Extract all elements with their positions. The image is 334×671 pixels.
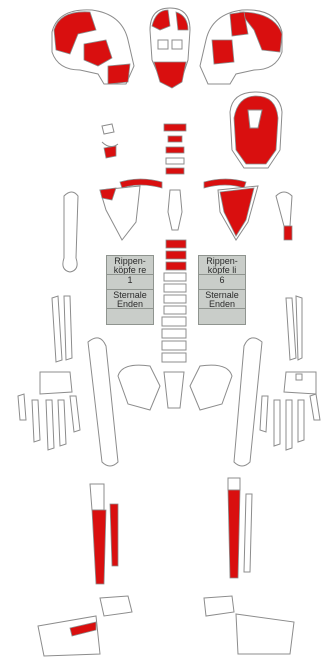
- carpal-right-fragment: [296, 374, 302, 380]
- tibia-right-shaft: [228, 490, 240, 578]
- ilium-left: [118, 365, 160, 410]
- vertebra-l3: [162, 341, 186, 350]
- ulna-right: [296, 296, 302, 360]
- femur-left: [88, 338, 118, 466]
- tibia-left-shaft: [92, 510, 106, 584]
- rib-table-right-count-value: 1: [127, 275, 132, 285]
- humerus-left: [63, 192, 78, 272]
- rib-table-right: Rippen- köpfe re 1 Sternale Enden: [106, 255, 154, 325]
- fibula-right: [244, 494, 252, 572]
- sacrum: [164, 372, 184, 408]
- vertebra-c5: [166, 168, 184, 174]
- foot-right: [204, 596, 294, 654]
- rib-table-right-header: Rippen- köpfe re: [107, 256, 153, 275]
- humerus-right-fragment: [284, 226, 292, 240]
- rib-table-right-count: 1: [107, 275, 153, 290]
- vertebra-t6: [164, 295, 186, 303]
- skull-posterior: [230, 92, 282, 168]
- vertebra-l4: [162, 353, 186, 362]
- vertebra-t3: [166, 262, 186, 270]
- skull-maxilla-fragment: [154, 62, 186, 88]
- vertebra-l1: [162, 317, 186, 326]
- hyoid-fragment: [104, 146, 116, 158]
- orbit-left: [158, 40, 168, 49]
- cervical-spine: [164, 124, 186, 174]
- skull-lateral-right: [200, 10, 282, 84]
- hyoid-and-small-fragments: [102, 124, 118, 158]
- tibia-right-proximal: [228, 478, 240, 490]
- sternum: [168, 190, 182, 230]
- femur-right: [234, 338, 262, 466]
- hand-left: [18, 372, 80, 450]
- vertebra-t1: [166, 240, 186, 248]
- hand-right: [260, 372, 320, 450]
- rib-table-right-empty: [107, 309, 153, 324]
- humerus-right-proximal: [276, 192, 292, 226]
- skull-lateral-left: [52, 10, 134, 84]
- clavicle-right: [204, 179, 246, 188]
- fibula-left: [110, 504, 118, 566]
- orbit-right: [172, 40, 182, 49]
- rib-table-left-header: Rippen- köpfe li: [199, 256, 245, 275]
- rib-table-left-sternal-line2: Enden: [209, 299, 235, 309]
- vertebra-c4: [166, 158, 184, 164]
- skull-left-mandible-fragment: [108, 64, 130, 84]
- radius-right: [286, 298, 296, 360]
- ilium-right: [190, 365, 232, 410]
- skull-posterior-fragment: [234, 96, 278, 164]
- foot-left: [38, 596, 132, 656]
- rib-table-left: Rippen- köpfe li 6 Sternale Enden: [198, 255, 246, 325]
- rib-table-left-empty: [199, 309, 245, 324]
- vertebra-t7: [164, 306, 186, 314]
- skull-frontal-fragment: [152, 10, 170, 30]
- thoracic-lumbar-spine: [162, 240, 186, 362]
- rib-table-left-count-value: 6: [219, 275, 224, 285]
- rib-table-left-line2: köpfe li: [208, 265, 237, 275]
- vertebra-t4: [164, 273, 186, 281]
- vertebra-l2: [162, 329, 186, 338]
- skull-frontal: [150, 8, 190, 88]
- vertebra-t5: [164, 284, 186, 292]
- vertebra-c3: [166, 147, 184, 153]
- ulna-left: [64, 296, 72, 360]
- rib-table-right-line2: köpfe re: [114, 265, 147, 275]
- vertebra-c2: [168, 136, 182, 142]
- rib-table-left-sternal: Sternale Enden: [199, 290, 245, 309]
- tibia-left-proximal: [90, 484, 104, 510]
- radius-left: [52, 296, 62, 362]
- vertebra-c1: [164, 124, 186, 131]
- clavicle-left: [120, 179, 162, 188]
- vertebra-t2: [166, 251, 186, 259]
- rib-table-left-count: 6: [199, 275, 245, 290]
- skull-right-temporal-fragment: [212, 40, 234, 64]
- rib-table-right-sternal-line2: Enden: [117, 299, 143, 309]
- rib-table-right-sternal: Sternale Enden: [107, 290, 153, 309]
